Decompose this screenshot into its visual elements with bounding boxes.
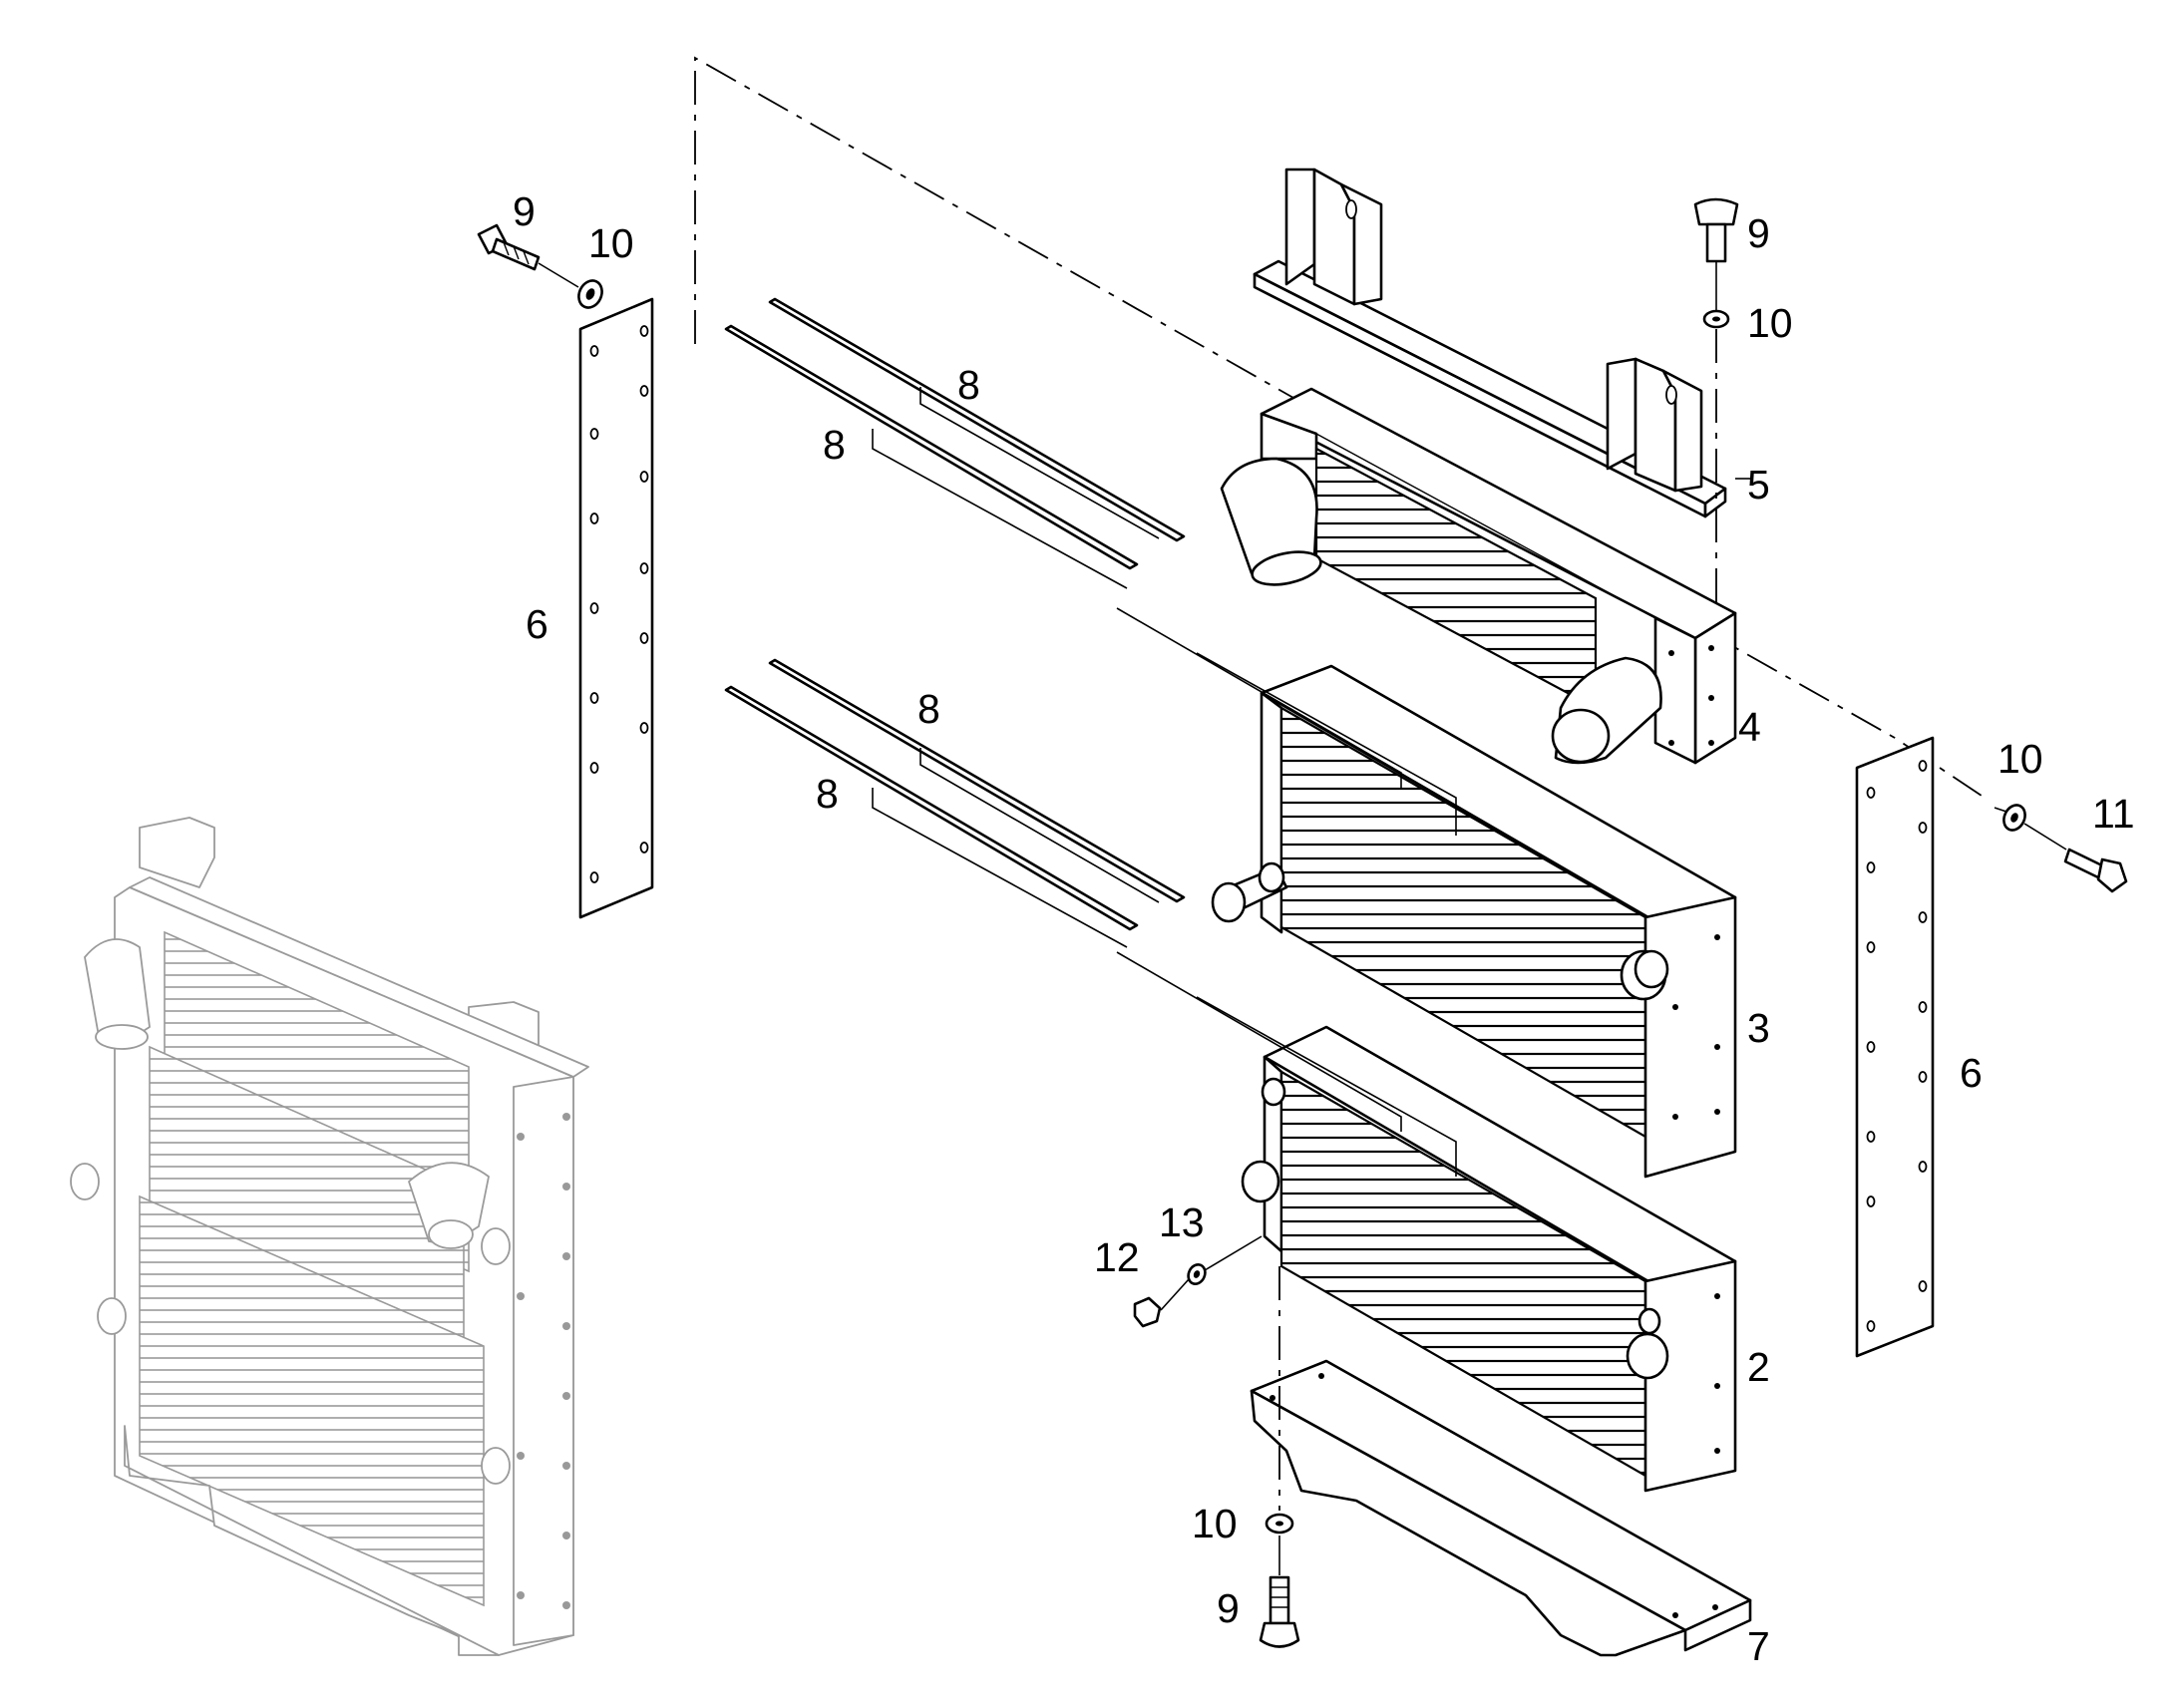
callout-9-top-right: 9 xyxy=(1747,210,1770,256)
callout-10-right: 10 xyxy=(1998,736,2043,782)
drain-washer xyxy=(1187,1263,1207,1285)
side-plate-left xyxy=(578,297,654,919)
callout-4: 4 xyxy=(1738,704,1761,750)
callout-9-bottom: 9 xyxy=(1217,1585,1240,1631)
seal-strips-upper xyxy=(724,297,1186,570)
callout-labels: 9 10 9 10 5 4 8 8 8 8 6 6 3 10 11 2 12 1… xyxy=(513,188,2135,1669)
callout-5: 5 xyxy=(1747,462,1770,508)
bolt-top-left xyxy=(477,223,541,271)
radiator-core xyxy=(1211,664,1737,1179)
callout-9-top-left: 9 xyxy=(513,188,536,234)
callout-6-right: 6 xyxy=(1960,1050,1983,1096)
callout-7: 7 xyxy=(1747,1623,1770,1669)
washer-top-right xyxy=(1702,309,1730,329)
callout-2: 2 xyxy=(1747,1344,1770,1390)
washer-right xyxy=(2002,804,2026,832)
callout-8-d: 8 xyxy=(816,771,839,817)
callout-11: 11 xyxy=(2092,791,2135,837)
bottom-shroud xyxy=(1250,1359,1752,1657)
bolt-right xyxy=(2063,848,2128,893)
drain-plug xyxy=(1133,1296,1162,1328)
charge-air-cooler xyxy=(1220,387,1737,765)
bolt-top-right xyxy=(1693,197,1739,263)
callout-3: 3 xyxy=(1747,1005,1770,1051)
callout-10-top-right: 10 xyxy=(1747,300,1793,346)
callout-13: 13 xyxy=(1159,1199,1205,1245)
top-bracket xyxy=(1253,168,1727,518)
callout-10-top-left: 10 xyxy=(588,220,634,266)
leader-lines xyxy=(538,261,2067,1575)
bolt-bottom xyxy=(1259,1575,1300,1648)
side-plate-right xyxy=(1855,736,1935,1358)
callout-8-b: 8 xyxy=(823,422,846,468)
callout-10-bottom: 10 xyxy=(1192,1501,1238,1546)
callout-12: 12 xyxy=(1094,1234,1140,1280)
washer-bottom xyxy=(1265,1513,1294,1535)
callout-8-c: 8 xyxy=(917,686,940,732)
callout-8-a: 8 xyxy=(957,362,980,408)
assembled-radiator-preview xyxy=(70,817,589,1656)
oil-cooler xyxy=(1241,1025,1737,1493)
washer-top-left xyxy=(577,279,603,309)
callout-6-left: 6 xyxy=(526,601,548,647)
seal-strips-lower xyxy=(724,658,1186,931)
